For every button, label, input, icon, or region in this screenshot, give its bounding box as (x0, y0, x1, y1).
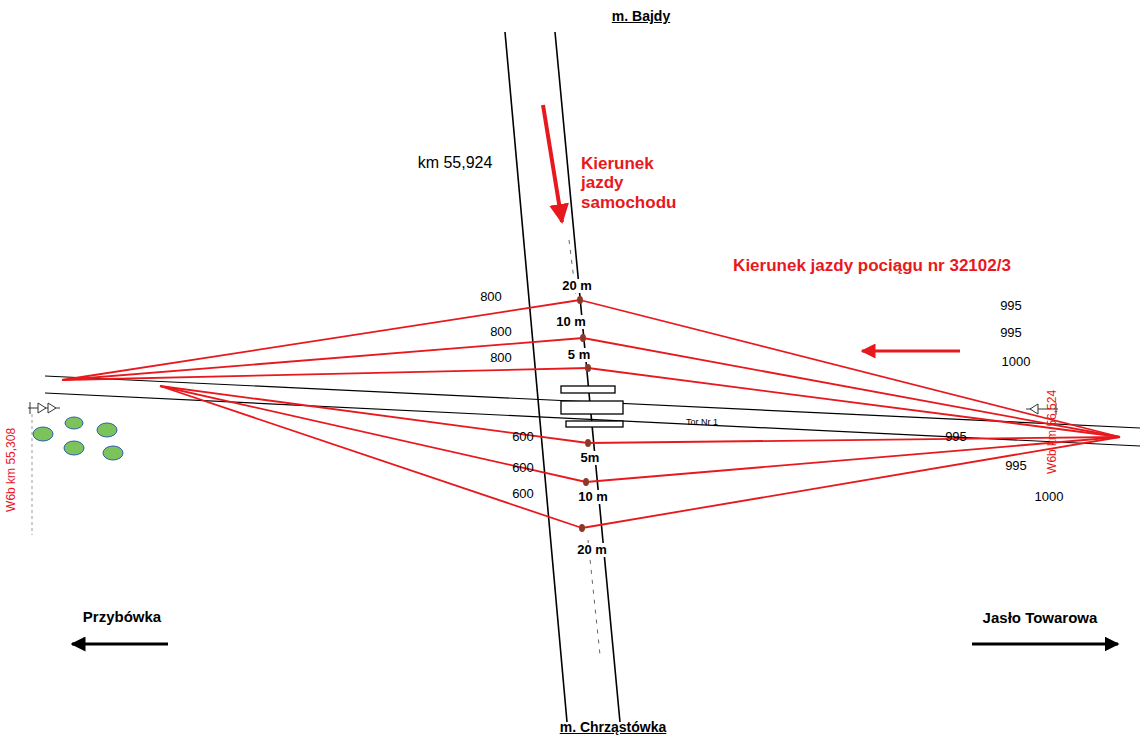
direction-name: Jasło Towarowa (983, 609, 1098, 626)
distance-value: 600 (512, 487, 534, 502)
w6b-sign (28, 402, 60, 535)
track-name: Tor Nr 1 (686, 417, 718, 427)
car-direction-arrow (543, 105, 562, 222)
train-direction-arrow (862, 350, 960, 353)
bushes (33, 417, 123, 460)
place-name: m. Chrząstówka (560, 719, 667, 735)
direction-arrow (972, 643, 1118, 646)
sign-marker: W6b km 56,524 (1046, 390, 1060, 474)
road (505, 32, 620, 722)
distance-value: 1000 (1035, 490, 1064, 505)
observer-distance: 10 m (554, 315, 588, 330)
sign-marker: W6b km 55,308 (5, 428, 19, 512)
direction-name: Przybówka (83, 608, 161, 625)
distance-value: 600 (512, 430, 534, 445)
direction-note: Kierunek jazdy samochodu (581, 154, 699, 213)
road-centerline (569, 240, 600, 655)
distance-value: 995 (945, 430, 967, 445)
distance-value: 600 (512, 461, 534, 476)
observer-distance: 20 m (560, 279, 594, 294)
distance-value: 995 (1005, 459, 1027, 474)
distance-value: 800 (490, 351, 512, 366)
distance-value: 1000 (1002, 355, 1031, 370)
distance-value: 800 (480, 290, 502, 305)
observer-distance: 5 m (566, 348, 592, 363)
observer-distance: 10 m (576, 490, 610, 505)
place-name: m. Bajdy (612, 8, 670, 24)
sight-lines (62, 300, 1120, 528)
distance-value: 995 (1000, 326, 1022, 341)
observer-distance: 5m (579, 451, 602, 466)
crossing-planks (561, 386, 623, 427)
distance-value: 800 (490, 325, 512, 340)
direction-arrow (72, 643, 168, 646)
observer-distance: 20 m (575, 543, 609, 558)
km-marker: km 55,924 (418, 154, 493, 172)
direction-note: Kierunek jazdy pociągu nr 32102/3 (733, 256, 1011, 276)
distance-value: 995 (1000, 299, 1022, 314)
